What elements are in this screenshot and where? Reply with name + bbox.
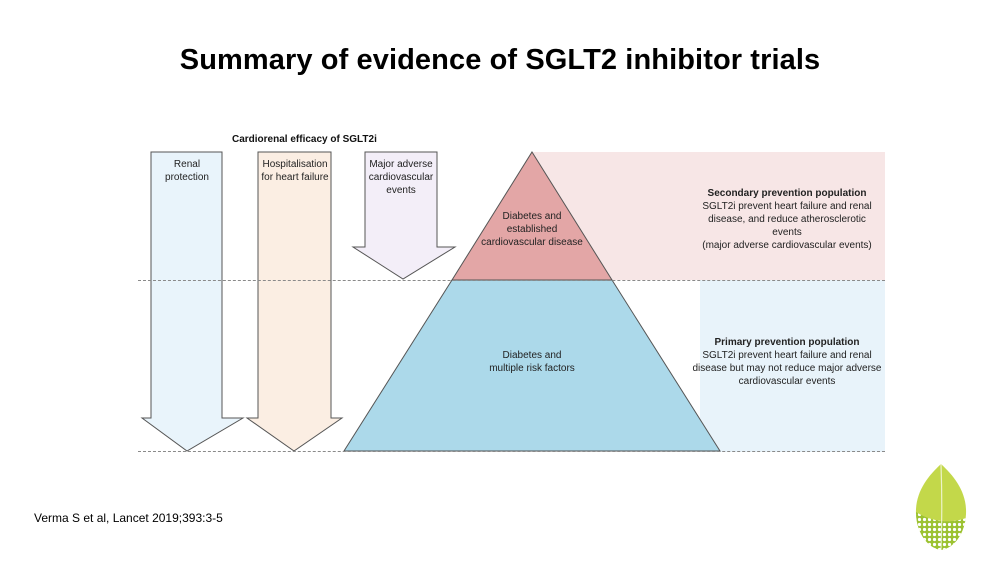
- divider-line-top: [138, 280, 885, 281]
- renal-protection-arrow: [140, 151, 245, 452]
- pyramid-bottom-label: Diabetes and multiple risk factors: [489, 350, 575, 374]
- heart-failure-label: Hospitalisation for heart failure: [261, 159, 329, 183]
- citation: Verma S et al, Lancet 2019;393:3-5: [34, 511, 223, 525]
- primary-prevention-title: Primary prevention population: [714, 337, 860, 348]
- renal-protection-label: Renal protection: [165, 159, 209, 183]
- mace-arrow: [351, 151, 457, 280]
- divider-line-bottom: [138, 451, 885, 452]
- leaf-logo-icon: [915, 464, 967, 550]
- pyramid-top-label: Diabetes and established cardiovascular …: [481, 211, 583, 248]
- slide-title: Summary of evidence of SGLT2 inhibitor t…: [179, 44, 821, 76]
- primary-prevention-text: Primary prevention population SGLT2i pre…: [692, 337, 882, 387]
- primary-prevention-band: [700, 280, 885, 452]
- secondary-prevention-text: Secondary prevention population SGLT2i p…: [692, 187, 882, 252]
- mace-label: Major adverse cardiovascular events: [368, 159, 434, 196]
- secondary-prevention-title: Secondary prevention population: [707, 188, 867, 199]
- diagram-heading: Cardiorenal efficacy of SGLT2i: [232, 134, 377, 145]
- heart-failure-arrow: [245, 151, 344, 452]
